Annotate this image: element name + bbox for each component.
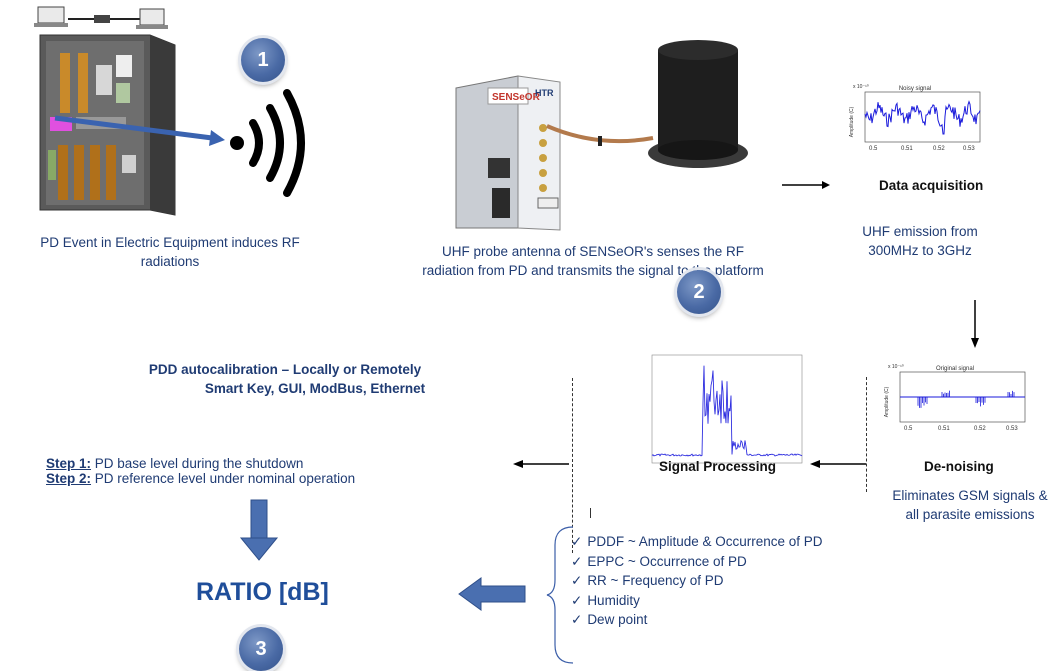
original-signal-chart: x 10⁻¹⁰ Original signal Amplitude (C) 0.…	[884, 364, 1026, 432]
step-1-label: Step 1:	[46, 456, 92, 471]
signal-processing-chart	[651, 354, 803, 464]
step-2-text: PD reference level under nominal operati…	[91, 471, 356, 486]
noisy-tick-2: 0.52	[933, 146, 945, 152]
calibration-title-line1: PDD autocalibration – Locally or Remotel…	[148, 362, 422, 377]
block-arrow-down	[239, 499, 279, 561]
arrow-to-de-noising	[971, 300, 979, 348]
noisy-exponent: x 10⁻¹⁰	[853, 84, 869, 90]
signal-processing-label: Signal Processing	[659, 459, 777, 474]
ratio-label: RATIO [dB]	[196, 578, 329, 606]
noisy-tick-1: 0.51	[901, 146, 913, 152]
uhf-probe-caption: UHF probe antenna of SENSeOR's senses th…	[422, 244, 764, 278]
de-noising-label: De-noising	[924, 459, 994, 474]
output-item-dew-point: Dew point	[571, 610, 823, 630]
data-acquisition-label: Data acquisition	[879, 178, 984, 193]
outputs-brace	[546, 526, 574, 664]
original-tick-1: 0.51	[938, 426, 950, 432]
noisy-tick-3: 0.53	[963, 146, 975, 152]
step-2-label: Step 2:	[46, 471, 92, 486]
separator-right	[866, 377, 867, 492]
uhf-emission-caption: UHF emission from 300MHz to 3GHz	[862, 224, 978, 258]
step-badge-1: 1	[241, 38, 285, 82]
noisy-signal-chart: x 10⁻¹⁰ Noisy signal Amplitude (C) 0.5 0…	[849, 84, 981, 152]
output-item-humidity: Humidity	[571, 591, 823, 611]
output-item-pddf: PDDF ~ Amplitude & Occurrence of PD	[571, 532, 822, 552]
original-signal-plot: x 10⁻¹⁰ Original signal Amplitude (C) 0.…	[880, 362, 1030, 432]
calibration-title-line2: Smart Key, GUI, ModBus, Ethernet	[204, 381, 426, 396]
original-tick-2: 0.52	[974, 426, 986, 432]
rf-wave-icon	[230, 89, 305, 197]
noisy-title: Noisy signal	[899, 86, 931, 92]
outputs-list: PDDF ~ Amplitude & Occurrence of PD EPPC…	[571, 532, 823, 630]
arrow-to-data-acquisition	[782, 181, 830, 189]
calibration-title: PDD autocalibration – Locally or Remotel…	[120, 360, 450, 398]
arrow-to-signal-processing	[810, 460, 866, 468]
step-badge-2: 2	[677, 270, 721, 314]
original-tick-3: 0.53	[1006, 426, 1018, 432]
block-arrow-left	[458, 577, 526, 611]
noisy-amplitude-label: Amplitude (C)	[849, 106, 855, 137]
separator-tick	[590, 508, 591, 518]
separator-middle	[572, 378, 573, 553]
original-tick-0: 0.5	[904, 426, 913, 432]
pd-event-caption: PD Event in Electric Equipment induces R…	[40, 235, 300, 269]
output-item-rr: RR ~ Frequency of PD	[571, 571, 823, 591]
noisy-signal-plot: x 10⁻¹⁰ Noisy signal Amplitude (C) 0.5 0…	[845, 82, 985, 152]
original-amplitude-label: Amplitude (C)	[884, 386, 890, 417]
senseor-device-illustration: SENSeOR HTR	[455, 40, 748, 231]
arrow-to-calibration	[513, 460, 569, 468]
original-exponent: x 10⁻¹⁰	[888, 364, 904, 370]
step-2-row-final: Step 2: PD reference level under nominal…	[46, 471, 355, 486]
signal-processing-plot	[640, 350, 810, 465]
original-title: Original signal	[936, 366, 974, 372]
step-badge-3: 3	[239, 627, 283, 671]
device-brand-text: SENSeOR	[492, 92, 541, 103]
device-model-text: HTR	[535, 88, 554, 98]
pd-emission-arrow	[54, 115, 225, 146]
step-1: Step 1: PD base level during the shutdow…	[46, 456, 303, 471]
step-1-text: PD base level during the shutdown	[91, 456, 304, 471]
noisy-tick-0: 0.5	[869, 146, 878, 152]
output-item-eppc: EPPC ~ Occurrence of PD	[571, 552, 823, 572]
eliminates-caption: Eliminates GSM signals & all parasite em…	[892, 488, 1048, 522]
